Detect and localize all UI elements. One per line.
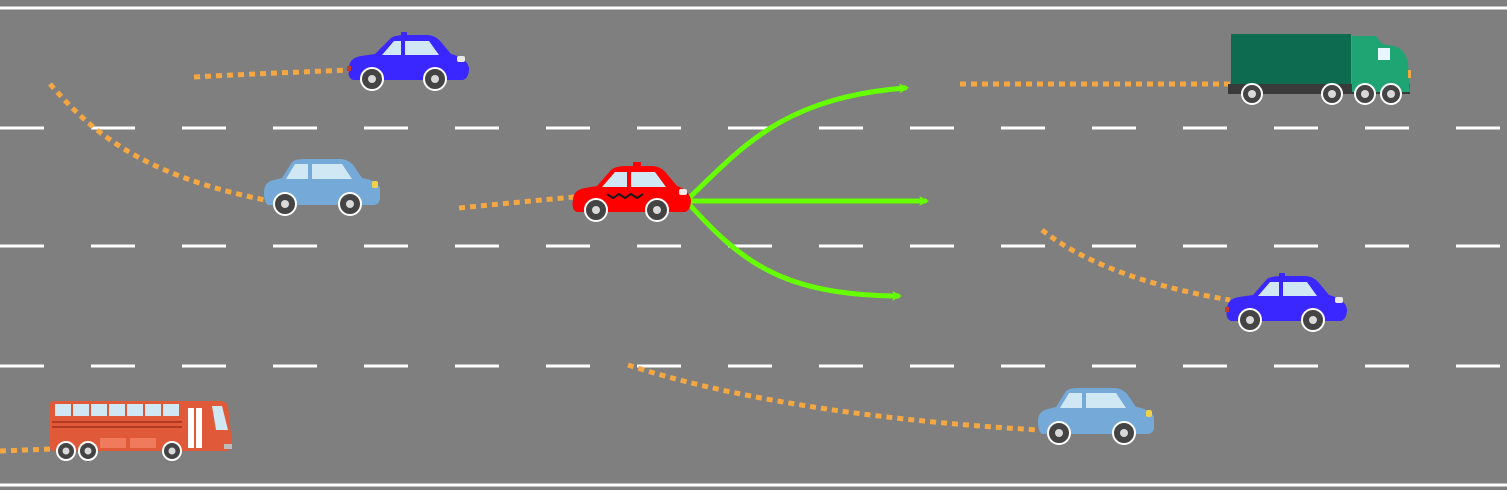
trajectory-car-2 (48, 82, 266, 203)
ego-vehicle-taxi-icon (572, 162, 691, 222)
prediction-arrow-left (685, 83, 909, 202)
trajectory-car-1 (193, 67, 351, 80)
past-trajectories (0, 67, 1232, 454)
bus-icon (50, 401, 232, 461)
car-icon (347, 32, 469, 91)
truck-icon (1228, 34, 1411, 105)
trajectory-ego (458, 194, 576, 211)
car-icon (1038, 388, 1154, 445)
car-icon (1225, 273, 1347, 332)
predicted-paths (685, 83, 929, 301)
lane-dividers (0, 126, 1507, 368)
trajectory-car-4 (627, 362, 1041, 433)
trajectory-bus (0, 446, 53, 454)
car-icon (264, 159, 380, 216)
trajectory-car-3 (1040, 228, 1231, 303)
prediction-arrow-right (685, 200, 902, 301)
